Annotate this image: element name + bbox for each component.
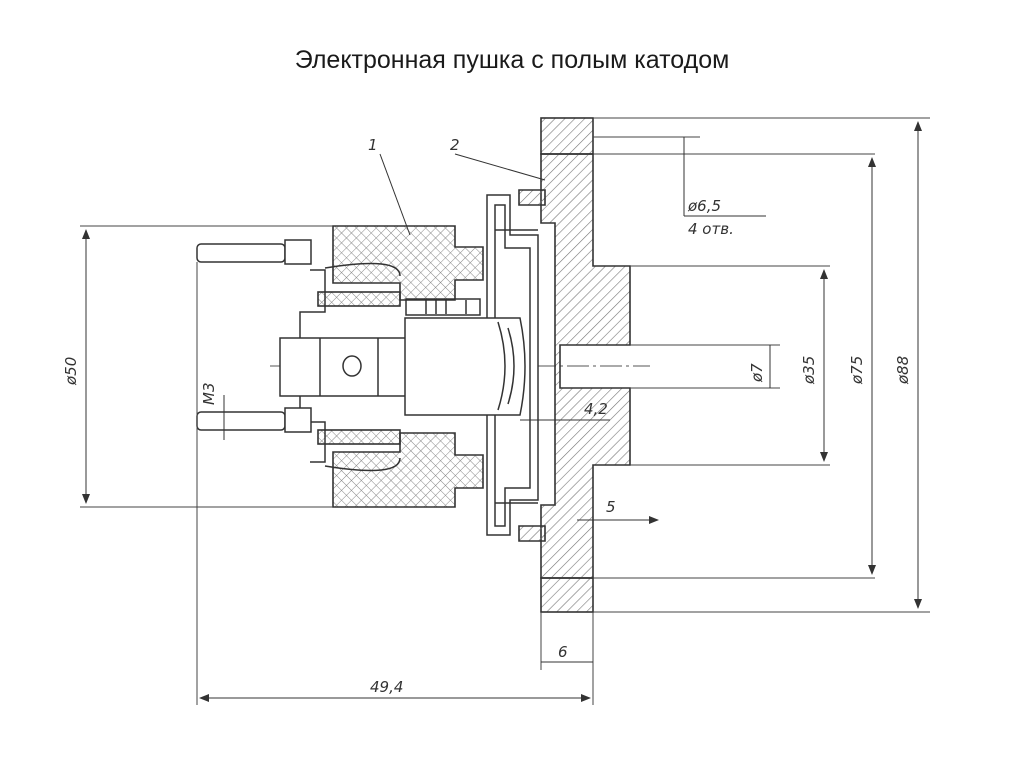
pins <box>196 239 312 433</box>
dim-hole-diameter: ø6,5 <box>687 197 721 215</box>
extension-lines <box>80 117 930 705</box>
dimension-lines <box>82 121 922 702</box>
cathode-assembly <box>279 262 526 472</box>
dim-thread-m3: М3 <box>200 383 218 406</box>
callout-1: 1 <box>368 136 378 154</box>
dim-6: 6 <box>558 643 568 661</box>
dim-hole-count: 4 отв. <box>688 220 734 238</box>
dim-d88: ø88 <box>894 356 912 385</box>
part-callouts: 1 2 <box>368 136 546 236</box>
dim-d75: ø75 <box>848 356 866 385</box>
callout-2: 2 <box>450 136 460 154</box>
dimension-labels: ø6,5 4 отв. М3 ø50 ø7 ø35 ø75 ø88 4,2 5 … <box>62 197 912 696</box>
flange-part-2 <box>518 117 631 613</box>
insulator-part-1 <box>317 225 484 508</box>
dim-49-4: 49,4 <box>370 678 403 696</box>
dim-5: 5 <box>606 498 616 516</box>
slide-title: Электронная пушка с полым катодом <box>294 46 730 74</box>
dim-d35: ø35 <box>800 356 818 385</box>
dim-4-2: 4,2 <box>584 400 608 418</box>
dim-d7: ø7 <box>748 363 766 383</box>
dim-d50: ø50 <box>62 357 80 386</box>
